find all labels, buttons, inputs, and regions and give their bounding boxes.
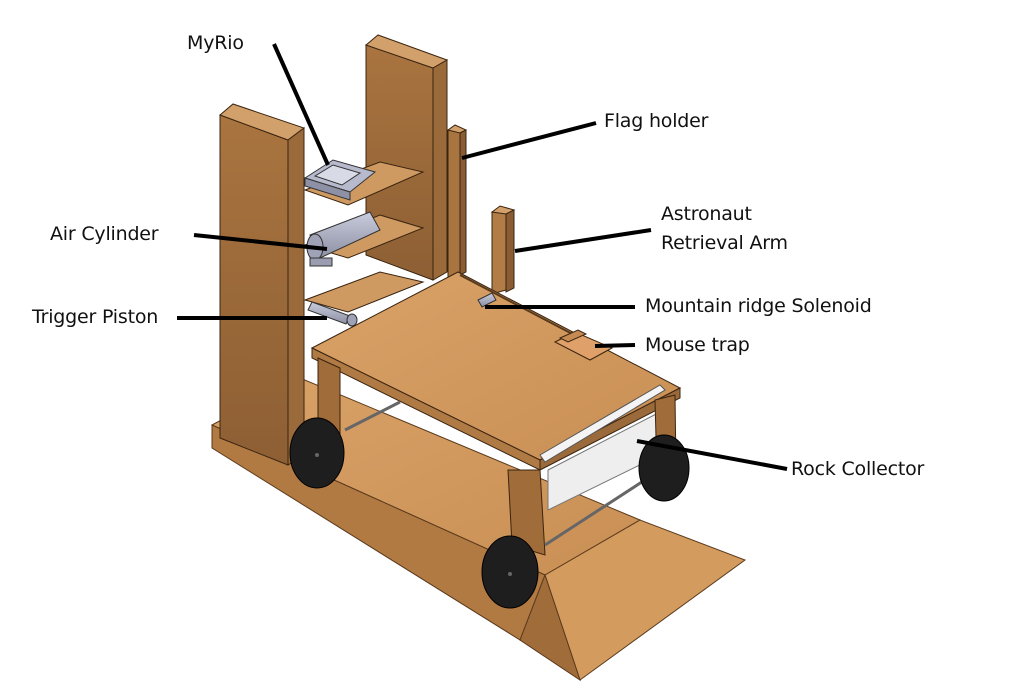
- mountain-ridge-solenoid: [477, 292, 497, 308]
- leader-flag-holder: [461, 121, 597, 160]
- label-rock-collector: Rock Collector: [791, 458, 925, 480]
- front-column: [219, 103, 306, 466]
- trigger-piston: [307, 301, 358, 327]
- table-top: [310, 271, 682, 471]
- astronaut-retrieval-arm: [490, 205, 516, 295]
- leader-air-cylinder: [193, 233, 328, 251]
- label-flag-holder: Flag holder: [604, 110, 709, 132]
- ramp: [519, 519, 747, 682]
- label-astronaut-line1: Astronaut: [661, 203, 752, 225]
- leader-rock-collector: [636, 439, 788, 471]
- flag-holder: [446, 124, 468, 279]
- label-mouse-trap: Mouse trap: [645, 334, 750, 356]
- axles: [344, 400, 649, 547]
- leader-myrio: [272, 43, 330, 166]
- label-myrio: MyRio: [187, 32, 244, 54]
- label-astronaut-line2: Retrieval Arm: [661, 232, 788, 254]
- wheels: [289, 417, 690, 609]
- leader-mouse-trap: [594, 343, 636, 348]
- label-air-cylinder: Air Cylinder: [50, 223, 159, 245]
- label-trigger-piston: Trigger Piston: [32, 306, 159, 328]
- myrio-device: [303, 159, 377, 201]
- leader-astronaut-arm: [514, 228, 652, 253]
- wheel-rear-right: [638, 434, 690, 502]
- label-solenoid: Mountain ridge Solenoid: [645, 295, 872, 317]
- mouse-trap: [553, 329, 614, 361]
- leader-lines: [177, 43, 788, 471]
